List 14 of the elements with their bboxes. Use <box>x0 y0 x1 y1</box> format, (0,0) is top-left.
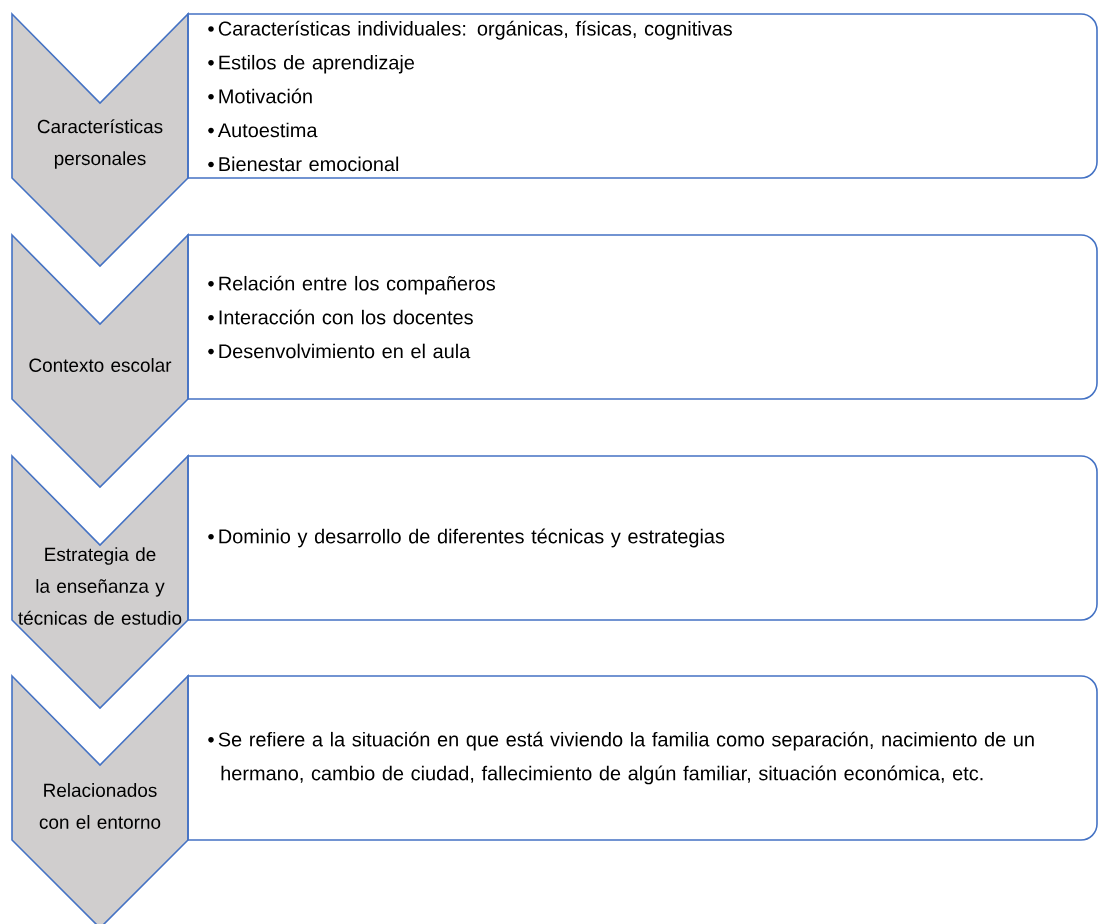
list-item: Interacción con los docentes <box>219 309 473 325</box>
text-box <box>187 675 1098 841</box>
list-item: Estilos de aprendizaje <box>219 54 414 74</box>
list-item: Se refiere a la situación en que está viviendo la familia como separación, nacimiento de un hermano, cambio de ciudad, fallecimiento de algún familiar, situación económica, etc. <box>218 731 1034 785</box>
list-item: Autoestima <box>217 122 318 138</box>
text-box <box>187 234 1098 400</box>
list-item: Motivación <box>219 88 312 104</box>
list-item: Relación entre los compañeros <box>219 275 495 295</box>
list-item: Bienestar emocional <box>219 156 399 172</box>
list-item: Dominio y desarrollo de diferentes técnicas y estrategias <box>219 528 725 548</box>
text-box <box>187 13 1098 179</box>
text-box <box>187 455 1098 621</box>
list-item: Desenvolvimiento en el aula <box>219 343 471 359</box>
list-item: Características individuales: orgánicas, físicas, cognitivas <box>218 20 732 40</box>
